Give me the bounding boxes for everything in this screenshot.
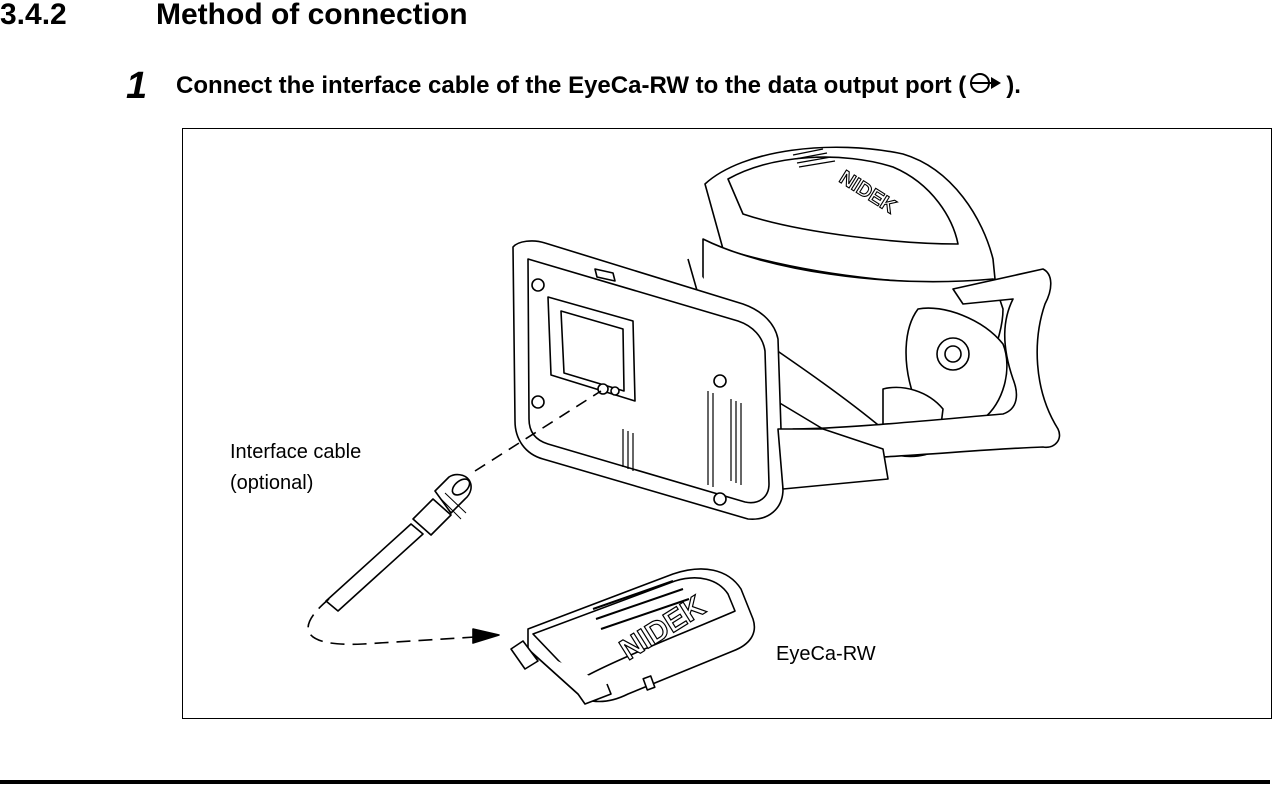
connection-figure: NIDEK NIDEK Interface cable (optional) E…	[182, 128, 1272, 719]
step-instruction: Connect the interface cable of the EyeCa…	[176, 71, 1021, 102]
interface-cable-label: Interface cable (optional)	[230, 437, 361, 499]
section-heading: 3.4.2 Method of connection	[0, 0, 468, 38]
section-title: Method of connection	[156, 0, 468, 31]
interface-cable-label-line1: Interface cable	[230, 441, 362, 463]
data-output-port-icon	[969, 71, 1003, 102]
footer-rule	[0, 780, 1270, 784]
main-unit-illustration	[512, 146, 1061, 520]
step-text-after: ).	[1006, 72, 1021, 99]
section-number: 3.4.2	[0, 0, 67, 31]
eyeca-rw-label: EyeCa-RW	[776, 643, 876, 665]
eyeca-rw-device-illustration	[510, 568, 756, 705]
connection-illustration: NIDEK NIDEK	[307, 146, 1061, 705]
interface-cable-label-line2: (optional)	[230, 472, 314, 494]
step-text-before: Connect the interface cable of the EyeCa…	[176, 72, 967, 99]
step-number: 1	[126, 64, 148, 107]
step-1: 1 Connect the interface cable of the Eye…	[126, 64, 1021, 108]
interface-cable-illustration	[325, 473, 472, 612]
